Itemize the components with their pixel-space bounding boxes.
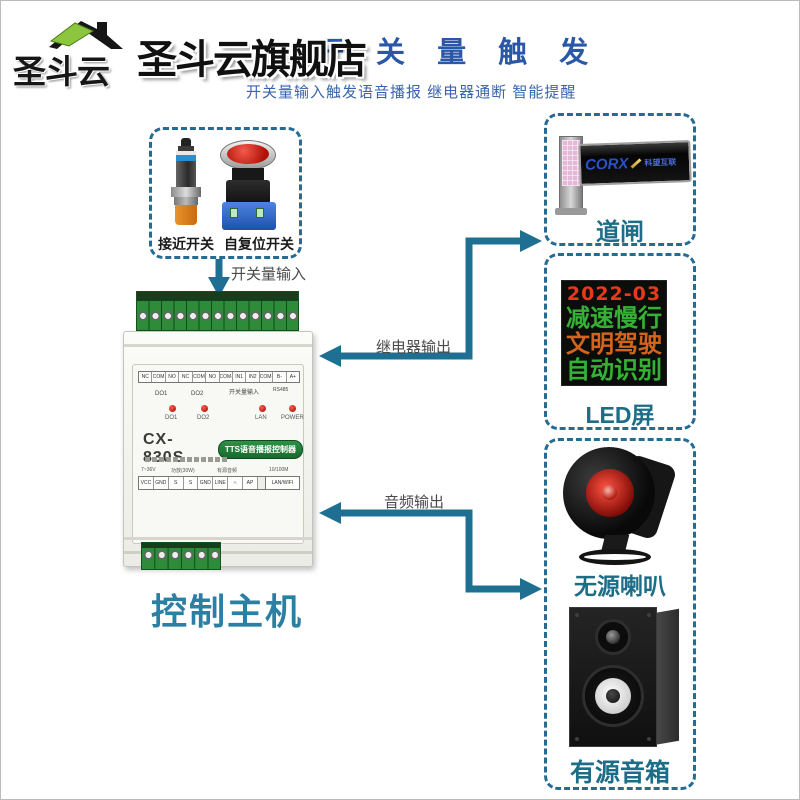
horn-label: 无源喇叭: [574, 573, 666, 599]
barrier-arm-image: CORX 科望互联: [578, 140, 692, 186]
switch-input-label: 开关量输入: [231, 266, 307, 283]
barrier-box: CORX 科望互联 道闸: [544, 113, 696, 246]
speakers-box: 无源喇叭 有源音箱: [544, 438, 696, 790]
bottom-terminal-row: VCC GND S S GND LINE ∩ AP LAN/WIFI: [138, 476, 300, 490]
store-logo: 圣斗云: [11, 11, 141, 90]
do1-led-label: DO1: [165, 415, 178, 421]
fine-print: [145, 457, 227, 462]
page-subtitle: 开关量输入触发语音播报 继电器通断 智能提醒: [246, 84, 577, 101]
relay-output-label: 继电器输出: [376, 339, 452, 356]
led-screen-image: 2022-03 减速慢行 文明驾驶 自动识别: [561, 280, 667, 386]
house-icon: [49, 21, 123, 49]
do1-led: [169, 405, 176, 412]
led-screen-label: LED屏: [585, 402, 655, 428]
bookshelf-speaker-image: [569, 607, 681, 751]
audio-output-label: 音频输出: [384, 494, 445, 511]
proximity-sensor-label: 接近开关: [158, 236, 214, 252]
page-title: 开 关 量 触 发: [315, 37, 601, 69]
lan-led: [259, 405, 266, 412]
led-screen-line: 减速慢行: [566, 304, 662, 332]
sensors-box: 接近开关 自复位开关: [149, 127, 302, 259]
do2-led-label: DO2: [197, 415, 210, 421]
store-name: 圣斗云旗舰店: [137, 38, 367, 82]
do1-label: DO1: [155, 391, 168, 397]
corx-brand: CORX: [584, 154, 629, 174]
logo-text: 圣斗云: [13, 53, 110, 90]
led-screen-box: 2022-03 减速慢行 文明驾驶 自动识别 LED屏: [544, 253, 696, 430]
amp-group-label: 功放(30W): [171, 468, 195, 474]
active-speaker-label: 有源音箱: [569, 759, 670, 787]
rs485-label: RS485: [273, 387, 289, 393]
controller-top-terminal-block: [136, 291, 299, 331]
controller-bottom-terminal-block: [141, 542, 221, 570]
push-button-label: 自复位开关: [224, 236, 294, 252]
push-button-image: [214, 140, 284, 234]
audio-group-label: 有源音频: [217, 468, 238, 474]
led-screen-line: 自动识别: [566, 356, 662, 384]
input-group-label: 开关量输入: [229, 390, 260, 396]
led-screen-line: 2022-03: [566, 283, 662, 305]
product-name-badge: TTS语音播报控制器: [217, 439, 303, 459]
lan-led-label: LAN: [255, 415, 267, 421]
led-screen-line: 文明驾驶: [566, 330, 662, 358]
headphone-icon: ∩: [228, 477, 244, 489]
controller-caption: 控制主机: [151, 591, 304, 632]
corx-brand-cn: 科望互联: [644, 157, 677, 168]
power-led: [289, 405, 296, 412]
power-led-label: POWER: [281, 415, 304, 421]
do2-led: [201, 405, 208, 412]
network-group-label: 10/100M: [269, 467, 289, 473]
proximity-sensor-image: [166, 138, 206, 234]
power-group-label: 7~36V: [141, 467, 156, 473]
barrier-label: 道闸: [596, 219, 644, 246]
do2-label: DO2: [191, 391, 204, 397]
rocket-icon: [630, 157, 642, 169]
